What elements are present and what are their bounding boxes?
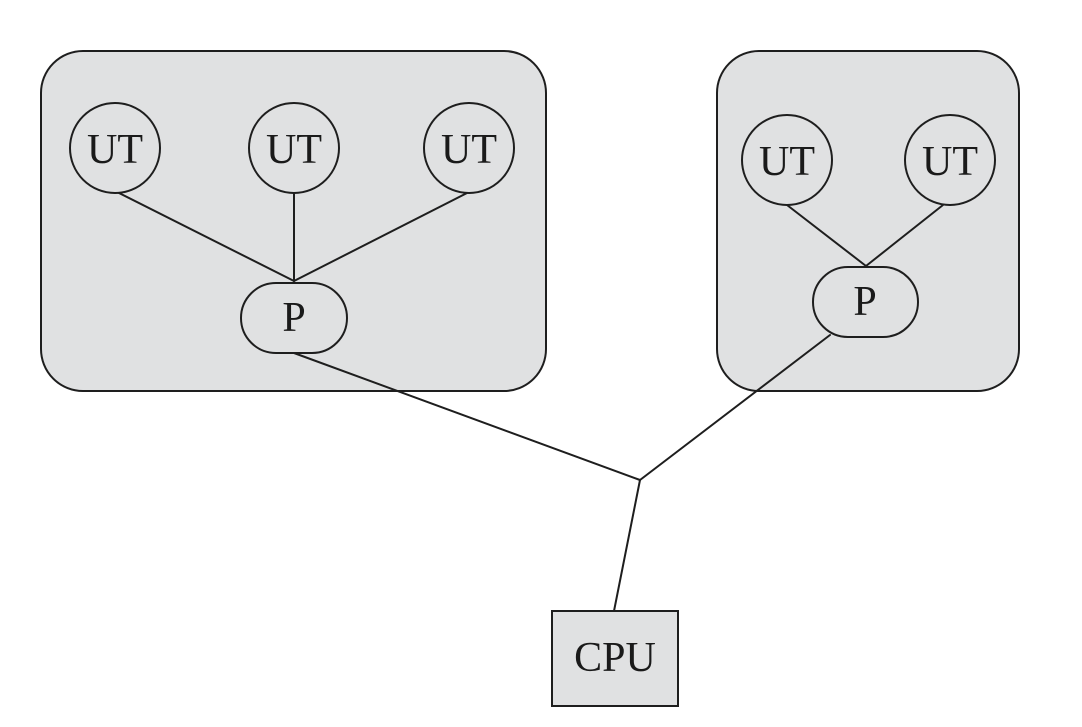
left-user-thread-3: UT xyxy=(423,102,515,194)
right-user-thread-2: UT xyxy=(904,114,996,206)
edge-right-ut2-to-p xyxy=(865,204,944,267)
process-label: P xyxy=(853,279,876,325)
cpu-node: CPU xyxy=(551,610,679,707)
edge-right-p-to-junction xyxy=(639,334,831,481)
right-user-thread-1: UT xyxy=(741,114,833,206)
left-process: P xyxy=(240,282,348,354)
ut-label: UT xyxy=(922,139,978,185)
ut-label: UT xyxy=(441,127,497,173)
left-user-thread-2: UT xyxy=(248,102,340,194)
ut-label: UT xyxy=(87,127,143,173)
cpu-label: CPU xyxy=(574,635,656,681)
edge-left-p-to-junction xyxy=(293,352,641,481)
ut-label: UT xyxy=(759,139,815,185)
edge-right-ut1-to-p xyxy=(786,204,867,267)
edge-junction-to-cpu xyxy=(613,479,641,612)
ut-label: UT xyxy=(266,127,322,173)
edge-left-ut3-to-p xyxy=(293,191,470,282)
left-user-thread-1: UT xyxy=(69,102,161,194)
edge-left-ut1-to-p xyxy=(116,191,295,282)
process-label: P xyxy=(282,295,305,341)
right-process-group xyxy=(716,50,1020,392)
right-process: P xyxy=(812,266,919,338)
